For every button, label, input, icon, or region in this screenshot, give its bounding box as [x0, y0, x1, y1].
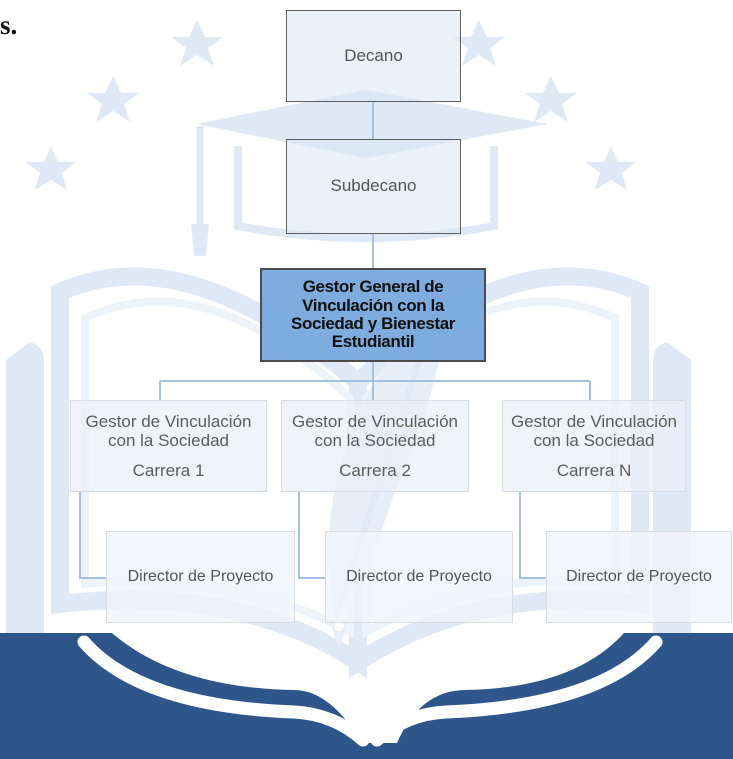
gestor-carrera-2-title: Gestor de Vinculación con la Sociedad	[291, 411, 458, 451]
connector-carrera-2-director	[298, 492, 325, 579]
gestor-carrera-1-box: Gestor de Vinculación con la Sociedad Ca…	[70, 400, 267, 492]
decano-label: Decano	[344, 45, 403, 65]
background-text-fragment: s.	[0, 10, 18, 40]
director-proyecto-3-box: Director de Proyecto	[546, 531, 732, 623]
connector-carrera-n-director	[519, 492, 546, 579]
director-proyecto-2-label: Director de Proyecto	[346, 568, 492, 586]
connector-carrera-1-director	[79, 492, 106, 579]
director-proyecto-1-label: Director de Proyecto	[127, 568, 274, 586]
decano-box: Decano	[286, 10, 461, 102]
gestor-carrera-n-box: Gestor de Vinculación con la Sociedad Ca…	[502, 400, 686, 492]
star-icon	[525, 76, 577, 122]
connector-general-careers	[159, 362, 591, 400]
gestor-general-label: Gestor General de Vinculación con la Soc…	[291, 277, 455, 352]
gestor-carrera-1-title: Gestor de Vinculación con la Sociedad	[85, 411, 252, 451]
gestor-carrera-n-title: Gestor de Vinculación con la Sociedad	[510, 411, 677, 451]
gestor-carrera-2-box: Gestor de Vinculación con la Sociedad Ca…	[281, 400, 469, 492]
star-icon	[26, 146, 76, 190]
subdecano-label: Subdecano	[330, 176, 417, 196]
star-icon	[87, 76, 139, 122]
director-proyecto-1-box: Director de Proyecto	[106, 531, 295, 623]
carrera-n-label: Carrera N	[556, 460, 632, 480]
star-icon-group	[26, 20, 636, 190]
star-icon	[586, 146, 636, 190]
gestor-general-box: Gestor General de Vinculación con la Soc…	[260, 268, 486, 362]
star-icon	[453, 20, 505, 66]
carrera-1-label: Carrera 1	[132, 460, 205, 480]
director-proyecto-2-box: Director de Proyecto	[325, 531, 513, 623]
carrera-2-label: Carrera 2	[339, 460, 411, 480]
star-icon	[171, 20, 223, 66]
subdecano-box: Subdecano	[286, 139, 461, 234]
director-proyecto-3-label: Director de Proyecto	[566, 568, 712, 586]
